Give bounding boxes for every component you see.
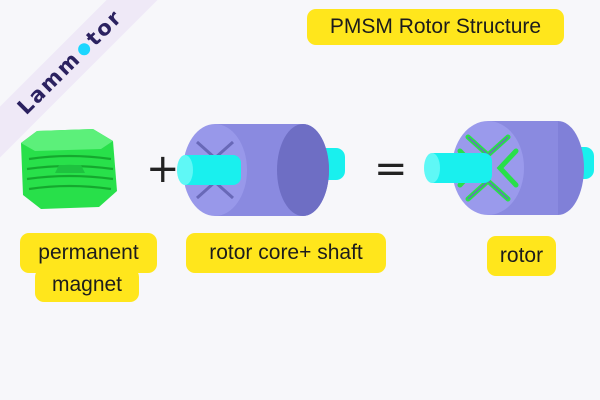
permanent-magnet-illustration xyxy=(21,129,117,209)
rotor-illustration xyxy=(424,121,594,215)
logo-text-left: Lamm xyxy=(12,46,86,120)
label-permanent-magnet-line1: permanent xyxy=(20,233,157,273)
logo-text-right: tor xyxy=(81,4,128,51)
label-rotor: rotor xyxy=(487,236,556,276)
equals-operator: = xyxy=(374,146,408,192)
plus-operator: + xyxy=(146,146,180,192)
rotor-core-shaft-illustration xyxy=(177,124,345,216)
label-permanent-magnet-line2: magnet xyxy=(35,268,139,302)
label-rotor-core-shaft: rotor core+ shaft xyxy=(186,233,386,273)
diagram-title: PMSM Rotor Structure xyxy=(307,9,564,45)
